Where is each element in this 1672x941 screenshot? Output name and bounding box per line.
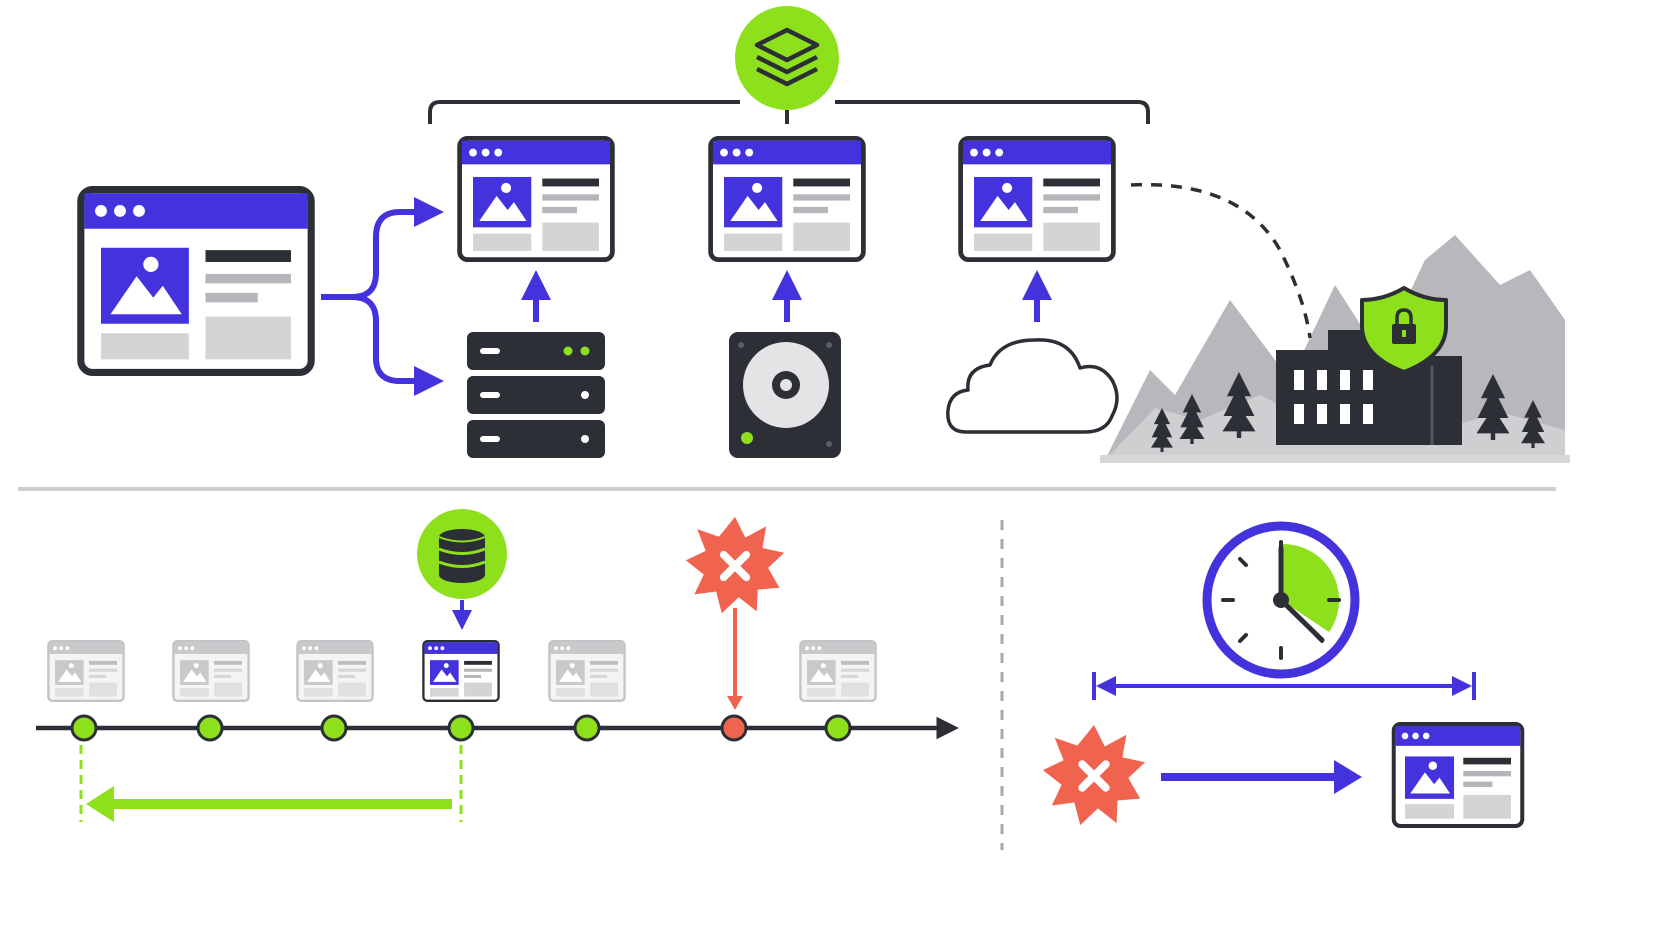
replica-window-server	[460, 138, 613, 259]
timeline-node	[320, 714, 348, 742]
hard-disk-icon	[729, 332, 841, 458]
cloud-icon	[946, 338, 1119, 434]
timeline-node	[70, 714, 98, 742]
snapshot-window	[47, 640, 125, 702]
source-window	[81, 190, 311, 373]
recovery-arrow	[1161, 760, 1362, 794]
timeline-node	[196, 714, 224, 742]
restored-window	[1394, 724, 1523, 826]
timeline-node-failure	[720, 714, 748, 742]
snapshot-window	[296, 640, 374, 702]
recovery-point-range	[79, 745, 463, 822]
database-icon	[417, 509, 507, 599]
timeline-node	[824, 714, 852, 742]
replication-arrows	[321, 197, 444, 396]
snapshot-window	[172, 640, 250, 702]
timeline-node	[573, 714, 601, 742]
server-rack-icon	[467, 332, 605, 458]
snapshot-window	[548, 640, 626, 702]
offsite-link	[1130, 182, 1312, 339]
shield-lock-icon	[1360, 286, 1448, 374]
clock-icon	[1202, 521, 1360, 679]
replica-window-disk	[711, 138, 864, 259]
timeline-nodes	[70, 714, 852, 742]
layers-icon	[735, 6, 839, 110]
recovery-time-span	[1092, 672, 1476, 700]
timeline-node	[447, 714, 475, 742]
snapshot-windows	[47, 640, 877, 702]
upload-arrows	[521, 270, 1052, 322]
replica-window-cloud	[961, 138, 1114, 259]
failure-arrowhead	[727, 696, 743, 710]
snapshot-window	[799, 640, 877, 702]
failure-burst-icon	[686, 517, 784, 613]
outage-burst-icon	[1043, 725, 1145, 825]
replica-bracket	[428, 100, 1150, 124]
snapshot-window-restore-point	[422, 640, 500, 702]
